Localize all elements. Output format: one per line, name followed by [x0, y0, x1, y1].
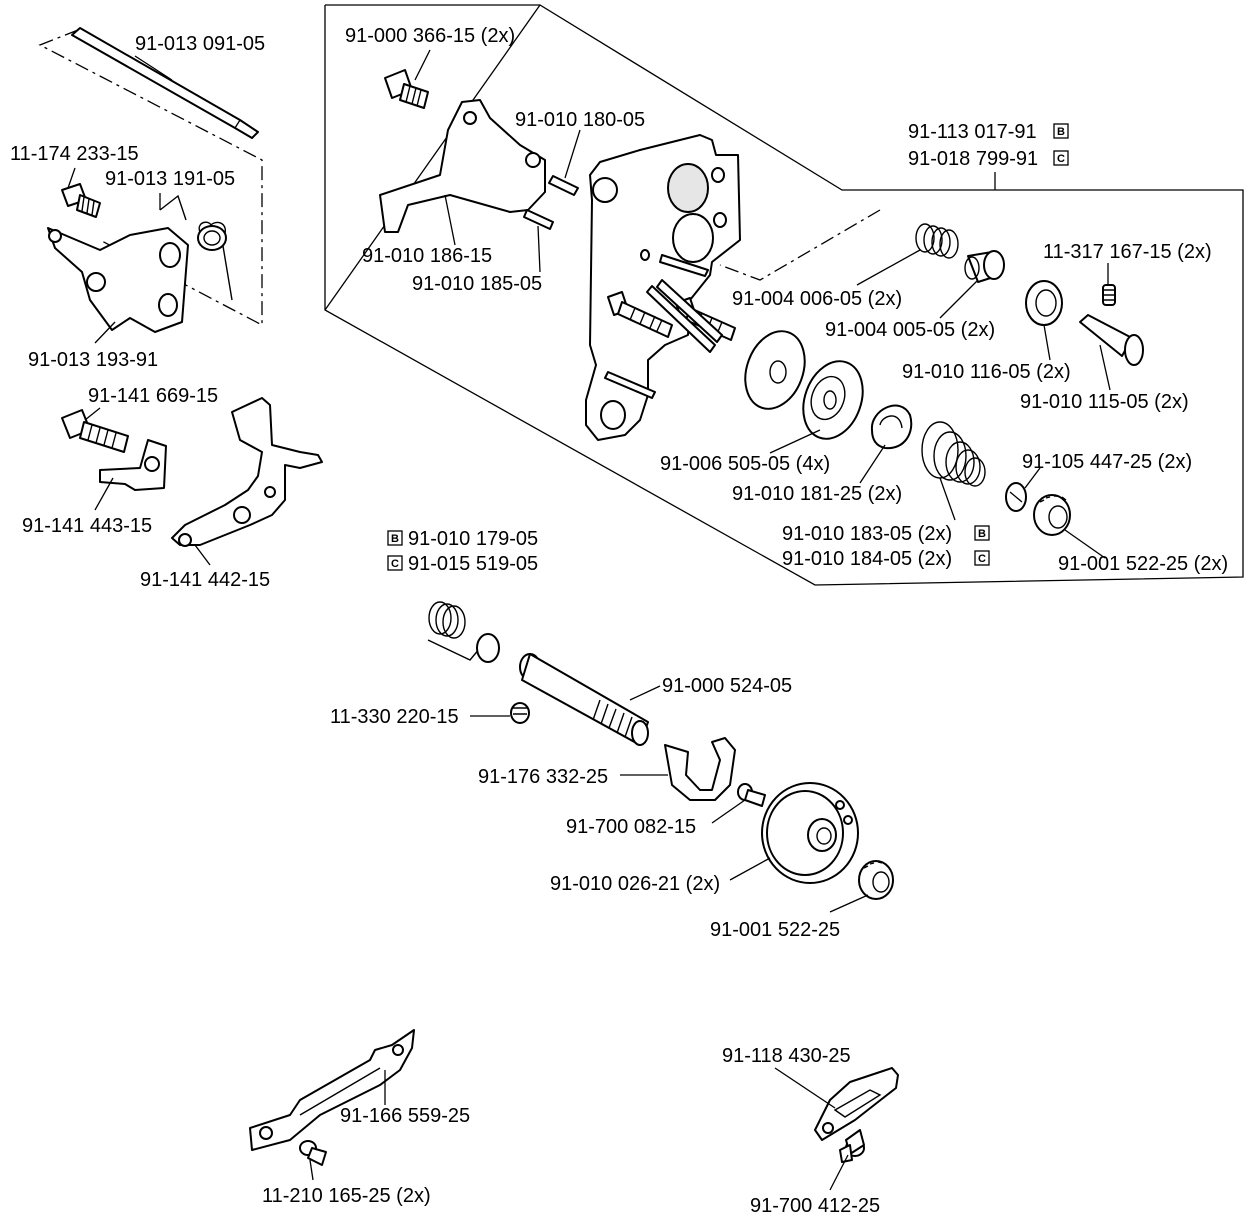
label-p28: 11-330 220-15 — [330, 706, 459, 728]
divider-line — [324, 4, 541, 311]
thread-guide-part[interactable] — [664, 737, 736, 801]
torsion-spring-part[interactable] — [427, 601, 500, 663]
slide-plate-part[interactable] — [249, 1029, 415, 1151]
lever-part[interactable] — [171, 397, 323, 547]
label-p34: 11-210 165-25 (2x) — [262, 1185, 431, 1207]
coil-spring-part[interactable] — [915, 223, 959, 259]
variant-mark-b-3: B — [387, 530, 403, 546]
cone-spring-part[interactable] — [921, 421, 986, 487]
fastening-screw-part[interactable] — [839, 1129, 865, 1163]
flat-screw-part[interactable] — [299, 1140, 327, 1166]
svg-text:B: B — [391, 533, 399, 545]
label-p23: 91-010 184-05 (2x) — [782, 548, 952, 570]
label-p18: 91-010 115-05 (2x) — [1020, 391, 1189, 413]
label-p7: 91-141 442-15 — [140, 569, 270, 591]
left-dashed-frame — [38, 29, 263, 327]
label-p20: 91-010 181-25 (2x) — [732, 483, 902, 505]
tab-washer-part[interactable] — [99, 439, 167, 491]
label-p10: 91-010 186-15 — [362, 245, 492, 267]
label-p24: 91-001 522-25 (2x) — [1058, 553, 1228, 575]
grub-screw-part[interactable] — [510, 702, 530, 724]
svg-text:B: B — [978, 528, 986, 540]
pin-part-b[interactable] — [523, 209, 554, 230]
label-p5: 91-141 669-15 — [88, 385, 218, 407]
part-labels: 91-013 091-05 11-174 233-15 91-013 191-0… — [10, 25, 1228, 1217]
label-p29: 91-176 332-25 — [478, 766, 608, 788]
slotted-nut-part[interactable] — [1005, 482, 1027, 512]
ring-part[interactable] — [1025, 280, 1063, 326]
variant-mark-c-1: C — [1053, 150, 1069, 166]
bushing-part[interactable] — [964, 250, 1005, 283]
latch-part[interactable] — [814, 1067, 899, 1141]
svg-text:C: C — [391, 558, 399, 570]
leader-lines — [67, 49, 1111, 1191]
label-p4: 91-013 193-91 — [28, 349, 158, 371]
knurled-nut-part-single[interactable] — [858, 860, 894, 900]
svg-text:C: C — [1057, 153, 1065, 165]
spring-part[interactable] — [159, 194, 233, 301]
svg-text:C: C — [978, 553, 986, 565]
variant-mark-b-2: B — [974, 525, 990, 541]
long-screw-part[interactable] — [61, 409, 129, 453]
variant-mark-b-1: B — [1053, 123, 1069, 139]
label-p35: 91-118 430-25 — [722, 1045, 851, 1067]
assembly-frame — [324, 4, 1244, 586]
label-p3: 91-013 191-05 — [105, 168, 235, 190]
label-p16: 91-004 005-05 (2x) — [825, 319, 995, 341]
label-p25: 91-010 179-05 — [408, 528, 538, 550]
label-p30: 91-700 082-15 — [566, 816, 696, 838]
disc-clip-part[interactable] — [870, 404, 913, 450]
label-p32: 91-001 522-25 — [710, 919, 840, 941]
small-screw-part[interactable] — [737, 783, 766, 807]
screw-part[interactable] — [61, 183, 101, 218]
set-screw-part[interactable] — [1102, 284, 1116, 306]
label-p8: 91-000 366-15 (2x) — [345, 25, 515, 47]
label-p27: 91-000 524-05 — [662, 675, 792, 697]
bracket-part[interactable] — [47, 227, 189, 333]
rod-part[interactable] — [71, 27, 259, 139]
variant-mark-c-3: C — [387, 555, 403, 571]
tension-disc-part-a[interactable] — [735, 323, 815, 417]
tension-wheel-part[interactable] — [761, 782, 859, 884]
threaded-shaft-part[interactable] — [519, 653, 649, 746]
cap-screw-part[interactable] — [384, 69, 429, 109]
label-p11: 91-010 185-05 — [412, 273, 542, 295]
svg-text:B: B — [1057, 126, 1065, 138]
label-p14: 91-004 006-05 (2x) — [732, 288, 902, 310]
pin-part-a[interactable] — [548, 175, 579, 196]
angle-plate-part[interactable] — [379, 99, 546, 233]
variant-mark-c-2: C — [974, 550, 990, 566]
label-p15: 11-317 167-15 (2x) — [1043, 241, 1212, 263]
label-p6: 91-141 443-15 — [22, 515, 152, 537]
label-p31: 91-010 026-21 (2x) — [550, 873, 720, 895]
knurled-nut-part[interactable] — [1033, 494, 1071, 536]
label-p26: 91-015 519-05 — [408, 553, 538, 575]
label-p33: 91-166 559-25 — [340, 1105, 470, 1127]
label-p19: 91-006 505-05 (4x) — [660, 453, 830, 475]
label-p9: 91-010 180-05 — [515, 109, 645, 131]
label-p21: 91-105 447-25 (2x) — [1022, 451, 1192, 473]
tension-disc-part-b[interactable] — [793, 353, 873, 447]
label-p13: 91-018 799-91 — [908, 148, 1038, 170]
label-p22: 91-010 183-05 (2x) — [782, 523, 952, 545]
shaft-pin-part[interactable] — [1079, 314, 1144, 366]
spring-dashed-frame — [719, 209, 881, 281]
label-p1: 91-013 091-05 — [135, 33, 265, 55]
label-p36: 91-700 412-25 — [750, 1195, 880, 1217]
label-p12: 91-113 017-91 — [908, 121, 1037, 143]
label-p2: 11-174 233-15 — [10, 143, 139, 165]
label-p17: 91-010 116-05 (2x) — [902, 361, 1071, 383]
stud-bolts-part[interactable] — [607, 279, 736, 353]
